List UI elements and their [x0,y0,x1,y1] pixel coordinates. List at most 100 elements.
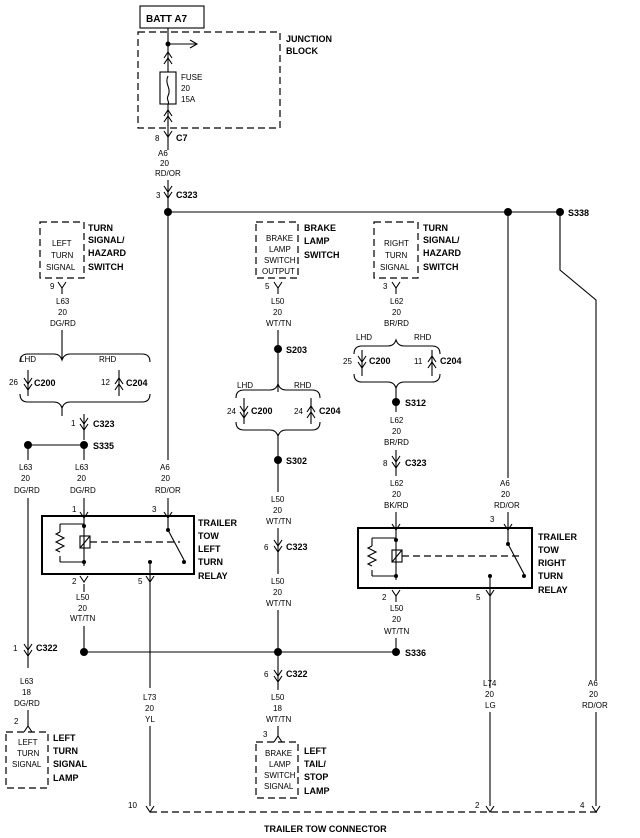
svg-text:S312: S312 [405,398,426,408]
svg-text:L74: L74 [483,679,497,688]
svg-text:LHD: LHD [356,333,372,342]
svg-text:20: 20 [273,506,282,515]
svg-text:YL: YL [145,715,155,724]
left-c323: 1 C323 [71,414,115,440]
left-relay-out: L50 20 WT/TN [70,584,96,652]
svg-text:LAMP: LAMP [53,773,79,783]
svg-text:20: 20 [78,604,87,613]
svg-text:C200: C200 [251,406,273,416]
right-relay: 3 2 5 TRAILER TOW RIGHT TURN RELAY [357,515,577,602]
brake-switch: BRAKE LAMP SWITCH OUTPUT BRAKE LAMP SWIT… [255,221,340,392]
svg-text:DG/RD: DG/RD [70,486,96,495]
svg-text:LEFT: LEFT [53,733,76,743]
a6-left-wire: A6 20 RD/OR [155,212,181,516]
svg-text:TRAILER: TRAILER [198,518,237,528]
svg-text:6: 6 [264,543,269,552]
svg-text:RELAY: RELAY [198,571,228,581]
svg-text:SIGNAL/: SIGNAL/ [423,235,460,245]
svg-text:18: 18 [273,704,282,713]
svg-text:20: 20 [273,588,282,597]
svg-text:TURN: TURN [423,223,448,233]
svg-text:L62: L62 [390,479,404,488]
svg-text:2: 2 [382,593,387,602]
svg-text:24: 24 [294,407,303,416]
svg-text:2: 2 [475,801,480,810]
left-relay: 1 3 2 5 TRAILER TOW LEFT TURN RELAY [41,505,237,590]
svg-text:LG: LG [485,701,496,710]
svg-text:TURN: TURN [88,223,113,233]
svg-text:5: 5 [138,577,143,586]
svg-text:BR/RD: BR/RD [384,319,409,328]
svg-text:3: 3 [490,515,495,524]
svg-text:RHD: RHD [414,333,432,342]
svg-text:WT/TN: WT/TN [266,599,292,608]
svg-text:S203: S203 [286,345,307,355]
a6-right-wire: A6 20 RD/OR [494,212,520,530]
svg-text:SWITCH: SWITCH [423,262,459,272]
svg-text:L62: L62 [390,416,404,425]
svg-text:RD/OR: RD/OR [494,501,520,510]
svg-text:L62: L62 [390,297,404,306]
svg-text:SIGNAL: SIGNAL [264,782,294,791]
svg-text:BR/RD: BR/RD [384,438,409,447]
left-turn-switch: LEFT TURN SIGNAL TURN SIGNAL/ HAZARD SWI… [39,221,126,360]
left-tail-stop-lamp: BRAKE LAMP SWITCH SIGNAL LEFT TAIL/ STOP… [255,741,330,799]
svg-text:S338: S338 [568,208,589,218]
svg-text:C323: C323 [405,458,427,468]
svg-text:WT/TN: WT/TN [384,627,410,636]
svg-text:LAMP: LAMP [269,760,291,769]
svg-text:WT/TN: WT/TN [266,319,292,328]
svg-text:L50: L50 [271,577,285,586]
svg-text:L50: L50 [271,297,285,306]
svg-text:SIGNAL: SIGNAL [380,263,410,272]
svg-text:10: 10 [128,801,137,810]
svg-text:15A: 15A [181,95,196,104]
svg-text:20: 20 [160,159,169,168]
svg-text:RD/OR: RD/OR [582,701,608,710]
trailer-tow-connector: 10 2 4 TRAILER TOW CONNECTOR [128,801,601,834]
svg-text:C204: C204 [440,356,462,366]
svg-text:3: 3 [156,191,161,200]
left-branch-labels: L63 20 DG/RD L63 20 DG/RD [14,463,96,638]
svg-text:WT/TN: WT/TN [70,614,96,623]
mid-lhd-rhd-option: LHD RHD 24 C200 24 C204 S302 [227,381,341,492]
svg-text:C323: C323 [286,542,308,552]
svg-text:TOW: TOW [538,545,559,555]
svg-text:18: 18 [22,688,31,697]
svg-text:TURN: TURN [17,749,39,758]
right-turn-switch: RIGHT TURN SIGNAL TURN SIGNAL/ HAZARD SW… [373,221,461,328]
svg-text:20: 20 [181,84,190,93]
svg-text:C323: C323 [93,419,115,429]
svg-text:TURN: TURN [198,557,223,567]
lower-wires: L63 18 DG/RD 2 L73 20 YL L50 18 WT/TN 3 … [14,590,497,806]
svg-text:25: 25 [343,357,352,366]
svg-text:A6: A6 [500,479,510,488]
svg-text:L73: L73 [143,693,157,702]
svg-text:DG/RD: DG/RD [14,486,40,495]
svg-text:LAMP: LAMP [304,786,330,796]
svg-text:SIGNAL: SIGNAL [12,760,42,769]
svg-text:20: 20 [58,308,67,317]
svg-text:SIGNAL: SIGNAL [46,263,76,272]
svg-text:SIGNAL/: SIGNAL/ [88,235,125,245]
svg-text:C200: C200 [369,356,391,366]
svg-text:TURN: TURN [51,251,73,260]
svg-text:20: 20 [392,308,401,317]
svg-text:RELAY: RELAY [538,585,568,595]
svg-text:LHD: LHD [237,381,253,390]
svg-text:WT/TN: WT/TN [266,715,292,724]
svg-text:RIGHT: RIGHT [538,558,567,568]
svg-text:20: 20 [161,474,170,483]
svg-text:L63: L63 [75,463,89,472]
svg-text:BRAKE: BRAKE [304,223,336,233]
svg-text:WT/TN: WT/TN [266,517,292,526]
junction-block: JUNCTION BLOCK FUSE 20 15A 8 C7 [137,31,332,150]
svg-text:4: 4 [580,801,585,810]
svg-text:BRAKE: BRAKE [265,749,292,758]
svg-text:RHD: RHD [294,381,312,390]
svg-text:L50: L50 [390,604,404,613]
svg-text:20: 20 [145,704,154,713]
main-bus: S338 [164,208,589,218]
left-lhd-rhd-option: LHD RHD 26 C200 12 C204 [9,353,151,416]
